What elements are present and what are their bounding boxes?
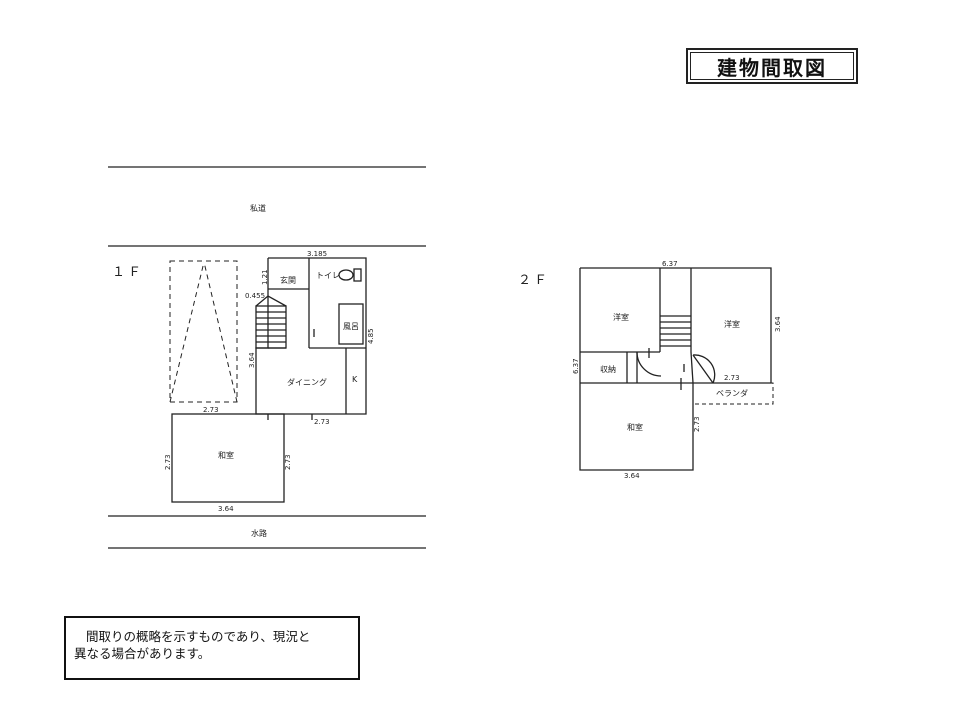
dim2-washitsu-w: 3.64 (624, 472, 640, 480)
room-shuno-label: 収納 (600, 364, 616, 374)
dim2-veranda-w: 2.73 (724, 374, 740, 382)
dim-washitsu1-right: 2.73 (284, 454, 292, 470)
room-genkan-label: 玄関 (280, 275, 296, 285)
dim2-washitsu-right: 2.73 (693, 416, 701, 432)
dim-parking-w: 2.73 (203, 406, 219, 414)
title-box: 建物間取図 (686, 48, 858, 84)
dim-washitsu1-left: 2.73 (164, 454, 172, 470)
drawing-title: 建物間取図 (690, 52, 854, 80)
dim-toilet-h: 1.21 (261, 269, 269, 285)
dim-dining-w: 2.73 (314, 418, 330, 426)
parking-space (169, 260, 238, 403)
room-washitsu1-label: 和室 (218, 450, 234, 460)
room-youshitsu-left-label: 洋室 (613, 312, 629, 322)
dim2-left: 6.37 (572, 358, 580, 374)
dim-step: 0.455 (245, 292, 265, 300)
veranda (693, 382, 774, 405)
dim2-top: 6.37 (662, 260, 678, 268)
floor1-plan (108, 166, 426, 549)
floor1-walls (171, 257, 367, 503)
floor2-label: ２Ｆ (518, 273, 550, 288)
dim-top: 3.185 (307, 250, 327, 258)
room-veranda-label: ベランダ (716, 388, 748, 398)
waterway-label: 水路 (251, 528, 267, 538)
dim-stair-h: 3.64 (248, 352, 256, 368)
dim-washitsu1-w: 3.64 (218, 505, 234, 513)
room-kitchen-label: K (352, 375, 358, 384)
room-youshitsu-right-label: 洋室 (724, 319, 740, 329)
note-line-2: 異なる場合があります。 (74, 646, 211, 661)
floor1-label: １Ｆ (112, 265, 144, 280)
note-line-1: 間取りの概略を示すものであり、現況と (86, 629, 311, 644)
room-washitsu2-label: 和室 (627, 422, 643, 432)
dim2-right: 3.64 (774, 316, 782, 332)
disclaimer-note: 間取りの概略を示すものであり、現況と 異なる場合があります。 (64, 616, 360, 680)
room-dining-label: ダイニング (287, 377, 327, 387)
road-top-label: 私道 (250, 203, 266, 213)
dim-right-h: 4.85 (367, 328, 375, 344)
room-toilet-label: トイレ (316, 271, 340, 280)
room-bath-label: 風呂 (343, 322, 359, 331)
